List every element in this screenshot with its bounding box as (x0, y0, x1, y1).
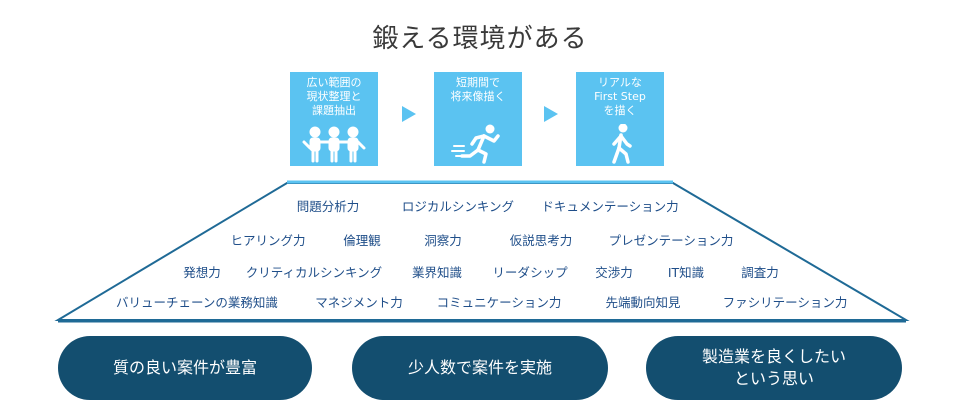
skill-label: 先端動向知見 (605, 295, 681, 310)
step-box-current-state: 広い範囲の 現状整理と 課題抽出 (290, 72, 378, 166)
skill-label: 洞察力 (424, 233, 462, 248)
step-label: リアルな First Step を描く (594, 76, 646, 117)
skill-label: ファシリテーション力 (722, 295, 848, 310)
skill-label: 発想力 (183, 265, 221, 280)
running-person-icon (451, 124, 500, 164)
step-label: 広い範囲の 現状整理と 課題抽出 (306, 76, 362, 117)
skills-trapezoid (54, 180, 910, 323)
skill-label: 交渉力 (595, 265, 633, 280)
walking-person-icon (612, 124, 632, 164)
skill-label: 仮説思考力 (509, 233, 573, 248)
arrow-right-icon (402, 106, 416, 122)
skill-label: ドキュメンテーション力 (541, 199, 679, 214)
skill-label: プレゼンテーション力 (608, 233, 734, 248)
step-box-future-vision: 短期間で 将来像描く (434, 72, 522, 166)
skill-label: 問題分析力 (296, 199, 360, 214)
people-group-icon (302, 126, 366, 163)
skill-label: IT知識 (667, 265, 705, 280)
skill-label: クリティカルシンキング (245, 265, 383, 280)
skill-label: 調査力 (741, 265, 779, 280)
page-title: 鍛える環境がある (372, 24, 588, 54)
skill-label: ロジカルシンキング (401, 199, 515, 214)
step-label: 短期間で 将来像描く (450, 76, 506, 103)
skill-label: バリューチェーンの業務知識 (116, 295, 278, 310)
skill-label: マネジメント力 (315, 295, 403, 310)
arrow-right-icon (544, 106, 558, 122)
pillar-small-team: 少人数で案件を実施 (352, 336, 608, 400)
skill-label: 業界知識 (411, 265, 463, 280)
pillar-quality-projects: 質の良い案件が豊富 (58, 336, 312, 400)
skill-label: リーダシップ (492, 265, 568, 280)
pillar-manufacturing-passion: 製造業を良くしたい という思い (646, 336, 902, 400)
skill-label: コミュニケーション力 (436, 295, 562, 310)
skill-label: ヒアリング力 (230, 233, 306, 248)
step-box-first-step: リアルな First Step を描く (576, 72, 664, 166)
skill-label: 倫理観 (343, 233, 381, 248)
